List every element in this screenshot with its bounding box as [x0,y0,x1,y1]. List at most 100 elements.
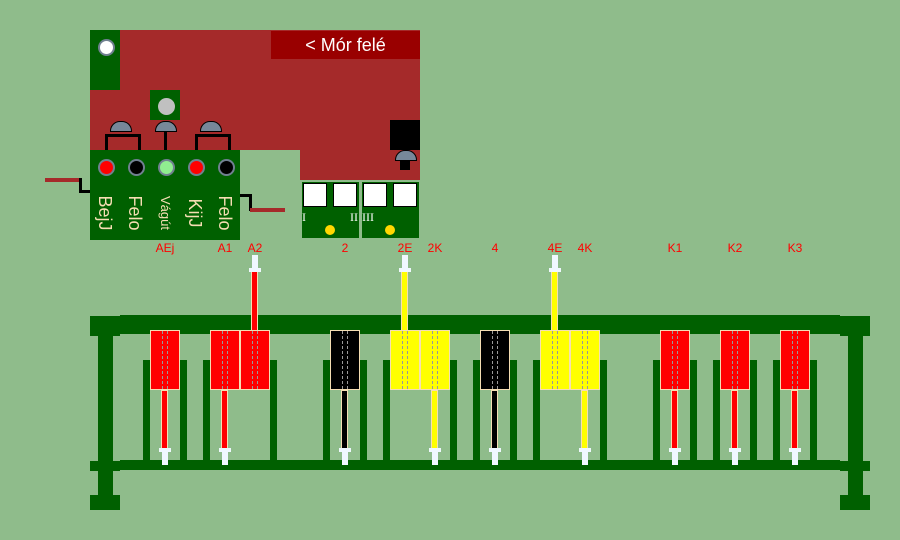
gray-indicator-light [158,98,175,115]
lever-label: 2E [397,241,413,255]
frame-post [653,360,660,460]
lever-handle[interactable] [159,448,171,452]
lever-4e[interactable] [540,330,570,390]
signal-button-icon[interactable] [110,121,132,132]
lever-handle[interactable] [339,448,351,452]
signal-label: BejJ [95,195,115,231]
lever-label: 4K [577,241,593,255]
lever-label: A2 [247,241,263,255]
frame-right-joint [840,461,870,471]
lever-handle[interactable] [162,448,168,465]
signal-stub [400,160,410,170]
bell-icon [385,225,395,235]
lever-rod [671,390,678,449]
lever-aej[interactable] [150,330,180,390]
lever-handle[interactable] [732,448,738,465]
lever-handle[interactable] [402,255,408,272]
frame-post [600,360,607,460]
lever-handle[interactable] [792,448,798,465]
chain-icon [252,331,258,389]
lever-label: K2 [727,241,743,255]
signal-button-icon[interactable] [200,121,222,132]
lever-handle[interactable] [249,268,261,272]
frame-post [323,360,330,460]
lever-handle[interactable] [729,448,741,452]
lever-handle[interactable] [222,448,228,465]
lever-handle[interactable] [552,255,558,272]
lever-rod [551,271,558,331]
lever-label: 2 [341,241,349,255]
frame-right-foot [840,495,870,510]
lever-2k[interactable] [420,330,450,390]
switch-toggle[interactable] [333,183,357,207]
switch-label: II [350,210,358,224]
signal-light [158,159,175,176]
lever-k2[interactable] [720,330,750,390]
wire [240,194,252,211]
lever-handle[interactable] [672,448,678,465]
lever-4k[interactable] [570,330,600,390]
lever-handle[interactable] [579,448,591,452]
frame-post [450,360,457,460]
lever-label: K3 [787,241,803,255]
black-block [390,120,420,150]
white-indicator-light [98,39,115,56]
lever-label: 2K [427,241,443,255]
chain-icon [402,331,408,389]
chain-icon [582,331,588,389]
chain-icon [492,331,498,389]
lever-handle[interactable] [492,448,498,465]
direction-button[interactable]: < Mór felé [271,31,420,59]
lever-rod [221,390,228,449]
chain-icon [222,331,228,389]
lever-4[interactable] [480,330,510,390]
lever-rod [401,271,408,331]
signal-label: Felo [125,195,145,231]
track-line [250,208,285,212]
switch-toggle[interactable] [303,183,327,207]
switch-toggle[interactable] [393,183,417,207]
track-line [45,178,80,182]
lever-handle[interactable] [342,448,348,465]
lever-rod [161,390,168,449]
wire [164,130,167,150]
chain-icon [162,331,168,389]
lever-handle[interactable] [789,448,801,452]
lever-rod [791,390,798,449]
lever-label: 4E [547,241,563,255]
lever-handle[interactable] [549,268,561,272]
switch-toggle[interactable] [363,183,387,207]
lever-handle[interactable] [489,448,501,452]
lever-handle[interactable] [399,268,411,272]
lever-rod [491,390,498,449]
signal-label: Vágút [158,196,173,230]
frame-left-foot [90,495,120,510]
lever-handle[interactable] [582,448,588,465]
lever-label: K1 [667,241,683,255]
chain-icon [342,331,348,389]
lever-handle[interactable] [429,448,441,452]
chain-icon [672,331,678,389]
signal-label: KijJ [185,198,205,228]
frame-post [510,360,517,460]
lever-k3[interactable] [780,330,810,390]
frame-post [203,360,210,460]
lever-handle[interactable] [219,448,231,452]
lever-handle[interactable] [252,255,258,272]
lever-k1[interactable] [660,330,690,390]
lever-2[interactable] [330,330,360,390]
signal-button-icon[interactable] [155,121,177,132]
wire [195,134,231,154]
lever-handle[interactable] [432,448,438,465]
lever-2e[interactable] [390,330,420,390]
lever-a2[interactable] [240,330,270,390]
lever-a1[interactable] [210,330,240,390]
frame-post [713,360,720,460]
signal-light [188,159,205,176]
frame-right-post [848,316,863,506]
frame-post [690,360,697,460]
bell-icon [325,225,335,235]
lever-handle[interactable] [669,448,681,452]
lever-label: 4 [491,241,499,255]
lever-rod [581,390,588,449]
